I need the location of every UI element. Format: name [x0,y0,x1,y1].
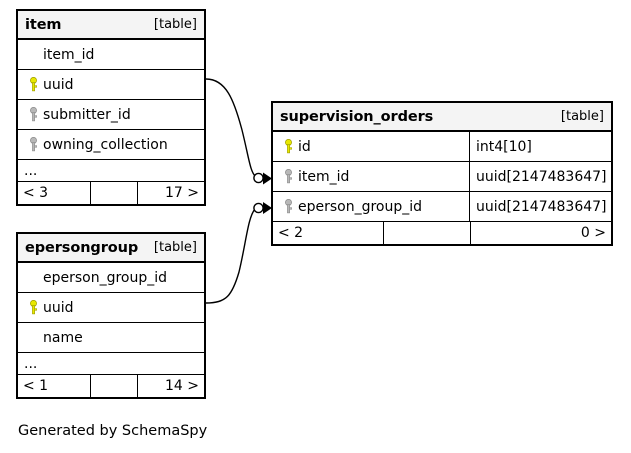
foreign-key-icon [25,137,42,152]
foreign-key-icon [280,169,297,184]
edge-item-to-supervision-orders [205,78,257,178]
primary-key-icon [25,300,42,315]
column-cell: uuid [18,293,204,322]
table-item-name: item [25,16,62,33]
table-epersongroup[interactable]: epersongroup [table] eperson_group_id uu… [16,232,206,399]
table-supervision-orders-footer: < 2 0 > [273,222,611,244]
incoming-relations-count: < 1 [23,378,49,394]
foreign-key-icon [280,199,297,214]
column-name: item_id [298,168,350,185]
column-name: uuid [43,299,74,316]
column-cell: owning_collection [18,130,204,159]
column-cell: item_id [18,40,204,69]
column-cell: name [18,323,204,352]
more-columns-indicator: ... [18,160,204,182]
table-supervision-orders-kind: [table] [560,109,604,124]
column-cell: item_id [273,162,469,191]
foreign-key-icon [25,107,42,122]
column-cell: uuid [18,70,204,99]
column-name: item_id [43,46,95,63]
column-type: int4[10] [469,132,611,161]
table-supervision-orders-header: supervision_orders [table] [273,103,611,132]
edge-epersongroup-to-supervision-orders [205,208,256,304]
column-name: submitter_id [43,106,131,123]
column-name: uuid [43,76,74,93]
generated-by-credit: Generated by SchemaSpy [18,423,208,439]
table-row[interactable]: eperson_group_id uuid[2147483647] [273,192,611,222]
column-name: owning_collection [43,136,168,153]
table-epersongroup-header: epersongroup [table] [18,234,204,263]
incoming-relations-count: < 3 [23,185,49,201]
column-type: uuid[2147483647] [469,162,611,191]
table-epersongroup-name: epersongroup [25,239,139,256]
outgoing-relations-count: 0 > [580,225,606,241]
table-row[interactable]: item_id uuid[2147483647] [273,162,611,192]
table-item-header: item [table] [18,11,204,40]
column-cell: submitter_id [18,100,204,129]
outgoing-relations-count: 17 > [165,185,199,201]
more-columns-indicator: ... [18,353,204,375]
table-row[interactable]: item_id [18,40,204,70]
table-row[interactable]: submitter_id [18,100,204,130]
footer-middle-cell [90,375,138,397]
outgoing-relations-count: 14 > [165,378,199,394]
table-supervision-orders[interactable]: supervision_orders [table] id int4[10] [271,101,613,246]
incoming-relations-count: < 2 [278,225,304,241]
column-cell: eperson_group_id [273,192,469,221]
table-row[interactable]: uuid [18,70,204,100]
table-row[interactable]: eperson_group_id [18,263,204,293]
table-item-kind: [table] [153,17,197,32]
table-supervision-orders-name: supervision_orders [280,108,434,125]
column-name: id [298,138,311,155]
column-cell: eperson_group_id [18,263,204,292]
column-type: uuid[2147483647] [469,192,611,221]
table-row[interactable]: name [18,323,204,353]
table-epersongroup-footer: < 1 14 > [18,375,204,397]
column-name: eperson_group_id [298,198,423,215]
footer-middle-cell [90,182,138,204]
footer-middle-cell [383,222,471,244]
more-columns-label: ... [24,356,38,372]
table-item-footer: < 3 17 > [18,182,204,204]
table-item[interactable]: item [table] item_id uuid [16,9,206,206]
table-row[interactable]: uuid [18,293,204,323]
table-row[interactable]: id int4[10] [273,132,611,162]
edge-endpoint-circle [253,172,264,184]
column-name: name [43,329,83,346]
column-cell: id [273,132,469,161]
primary-key-icon [280,139,297,154]
table-row[interactable]: owning_collection [18,130,204,160]
edge-endpoint-circle [253,202,264,214]
more-columns-label: ... [24,163,38,179]
table-epersongroup-kind: [table] [153,240,197,255]
primary-key-icon [25,77,42,92]
column-name: eperson_group_id [43,269,168,286]
